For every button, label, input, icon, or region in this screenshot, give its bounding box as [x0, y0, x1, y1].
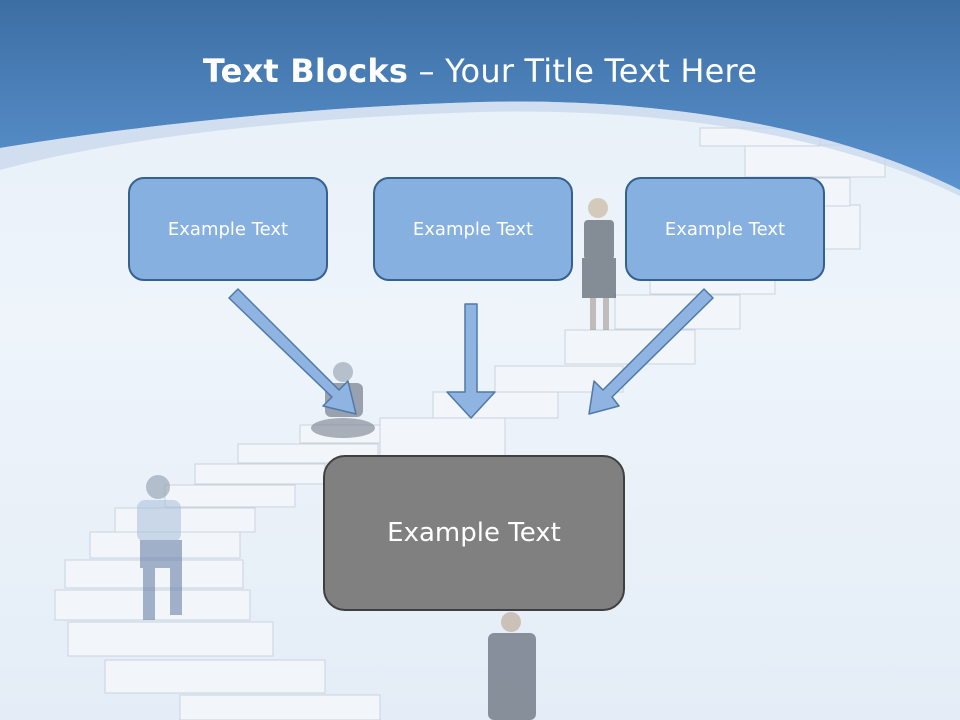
text-box-2[interactable]: Example Text	[373, 177, 573, 281]
slide-title: Text Blocks – Your Title Text Here	[0, 52, 960, 90]
header-band	[0, 0, 960, 190]
text-box-3[interactable]: Example Text	[625, 177, 825, 281]
text-box-2-label: Example Text	[412, 218, 534, 240]
title-rest: Your Title Text Here	[445, 52, 758, 90]
text-box-3-label: Example Text	[664, 218, 786, 240]
main-text-box[interactable]: Example Text	[323, 455, 625, 611]
header-highlight	[0, 101, 960, 196]
main-text-box-label: Example Text	[387, 518, 561, 548]
text-box-1-label: Example Text	[167, 218, 289, 240]
text-box-1[interactable]: Example Text	[128, 177, 328, 281]
title-bold: Text Blocks	[202, 52, 409, 90]
title-dash: –	[408, 52, 446, 90]
